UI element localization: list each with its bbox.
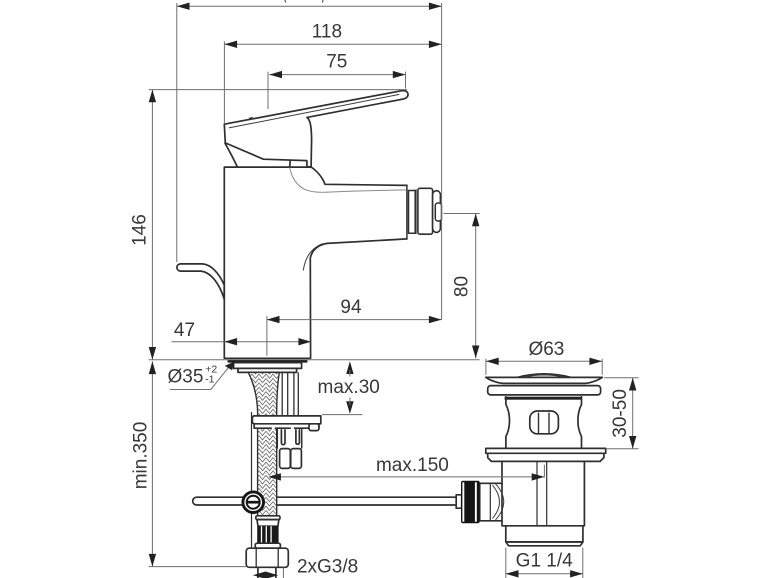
svg-text:max.150: max.150: [376, 455, 449, 476]
svg-text:94: 94: [340, 297, 362, 318]
svg-text:118: 118: [312, 22, 342, 43]
svg-text:Ø63: Ø63: [528, 339, 564, 360]
svg-text:+2: +2: [205, 364, 217, 376]
svg-text:80: 80: [452, 276, 473, 297]
svg-text:G1 1/4: G1 1/4: [516, 550, 573, 571]
svg-text:146: 146: [130, 214, 151, 246]
svg-text:2xG3/8: 2xG3/8: [297, 557, 358, 578]
svg-text:-1: -1: [205, 373, 214, 385]
svg-text:min.350: min.350: [131, 422, 152, 490]
svg-text:max.30: max.30: [318, 377, 380, 398]
svg-text:75: 75: [326, 52, 347, 73]
svg-text:Ø35: Ø35: [168, 367, 204, 388]
svg-text:30-50: 30-50: [610, 389, 631, 438]
svg-text:47: 47: [174, 320, 195, 341]
